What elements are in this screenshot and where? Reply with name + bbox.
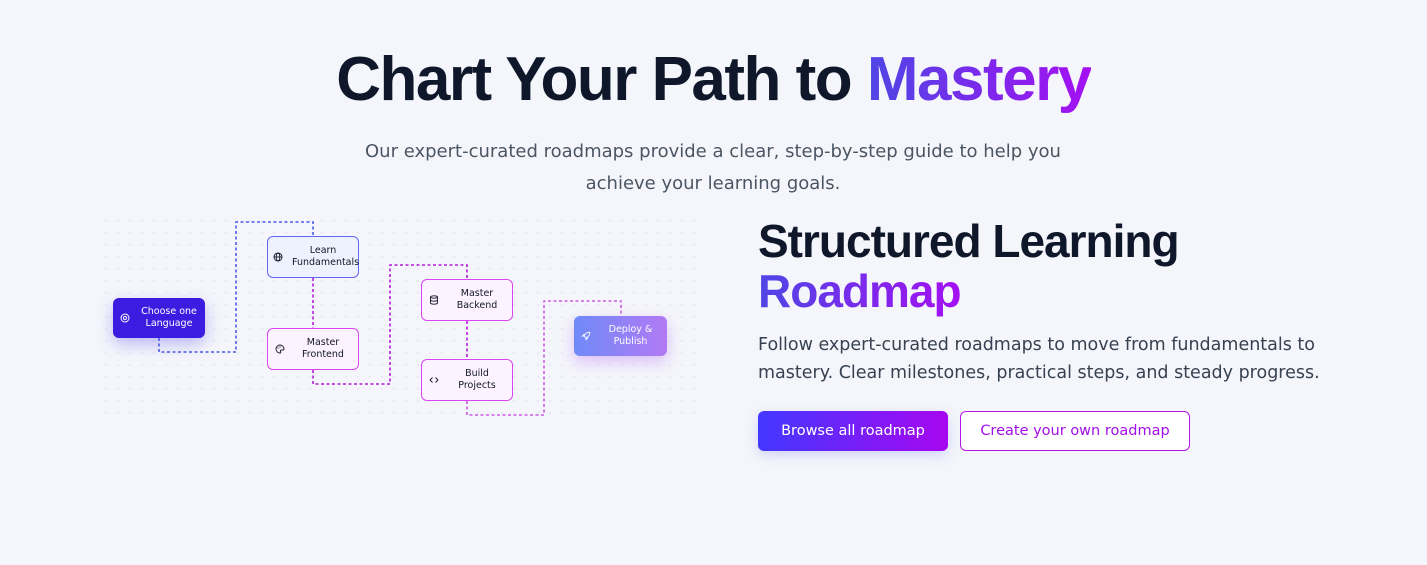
connector-frontend-backend — [312, 264, 468, 385]
node-master-frontend[interactable]: Master Frontend — [267, 328, 359, 370]
node-build-projects[interactable]: Build Projects — [421, 359, 513, 401]
code-icon — [428, 374, 440, 386]
section-title-line1: Structured Learning — [758, 215, 1180, 267]
globe-icon — [272, 251, 284, 263]
node-label: Master Frontend — [302, 337, 344, 360]
target-icon — [119, 312, 131, 324]
connector-projects-deploy — [466, 300, 622, 416]
node-deploy-publish[interactable]: Deploy & Publish — [574, 316, 667, 356]
page-title: Chart Your Path to Mastery — [0, 40, 1427, 120]
node-label: Deploy & Publish — [608, 324, 653, 347]
browse-roadmap-button[interactable]: Browse all roadmap — [758, 411, 948, 451]
section-title: Structured Learning Roadmap — [758, 216, 1378, 316]
node-learn-fundamentals[interactable]: Learn Fundamentals — [267, 236, 359, 278]
section-title-line2: Roadmap — [758, 265, 962, 317]
section-description: Follow expert-curated roadmaps to move f… — [758, 335, 1320, 383]
create-roadmap-button[interactable]: Create your own roadmap — [960, 411, 1190, 451]
node-master-backend[interactable]: Master Backend — [421, 279, 513, 321]
roadmap-diagram: Choose one Language Learn Fundamentals M… — [100, 215, 700, 420]
page-subtitle: Our expert-curated roadmaps provide a cl… — [365, 141, 1061, 194]
node-label: Choose one Language — [141, 306, 197, 329]
connector-choose-fundamentals — [158, 221, 314, 353]
title-prefix: Chart Your Path to — [336, 45, 867, 114]
palette-icon — [274, 343, 286, 355]
rocket-icon — [580, 330, 592, 342]
node-label: Learn Fundamentals — [292, 245, 360, 268]
connector-lines — [158, 221, 622, 416]
node-label: Master Backend — [456, 288, 498, 311]
database-icon — [428, 294, 440, 306]
node-label: Build Projects — [458, 368, 496, 391]
node-choose-language[interactable]: Choose one Language — [113, 298, 205, 338]
title-highlight: Mastery — [866, 45, 1092, 114]
